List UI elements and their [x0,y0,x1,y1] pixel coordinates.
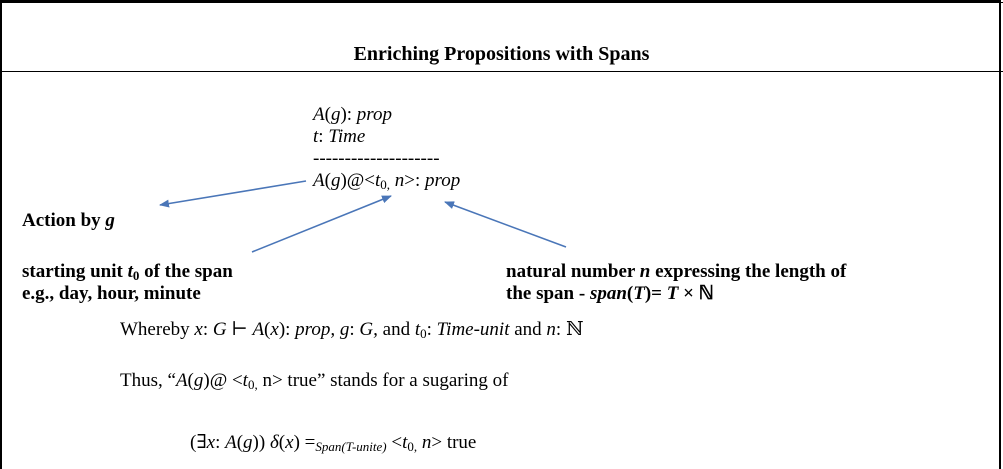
title-divider [0,71,1003,72]
label-start-2: e.g., day, hour, minute [22,283,201,304]
rule-separator: -------------------- [313,148,440,169]
label-action: Action by g [22,210,115,231]
label-natural-2: the span - span(T)= T × ℕ [506,283,714,304]
premise-2: t: Time [313,126,366,147]
label-natural-1: natural number n expressing the length o… [506,261,847,282]
top-border [0,2,1003,3]
formula-line: (∃x: A(g)) δ(x) =Span(T-unite) <t0, n> t… [190,432,477,454]
arrow-to-t0 [251,195,392,253]
arrow-to-n [444,201,567,248]
thus-line: Thus, “A(g)@ <t0, n> true” stands for a … [120,370,509,392]
label-start-1: starting unit t0 of the span [22,261,233,283]
whereby-line: Whereby x: G ⊢ A(x): prop, g: G, and t0:… [120,319,584,341]
premise-1: A(g): prop [313,104,392,125]
page-title: Enriching Propositions with Spans [353,43,650,65]
conclusion: A(g)@<t0, n>: prop [313,170,461,192]
arrow-to-action [159,180,307,208]
